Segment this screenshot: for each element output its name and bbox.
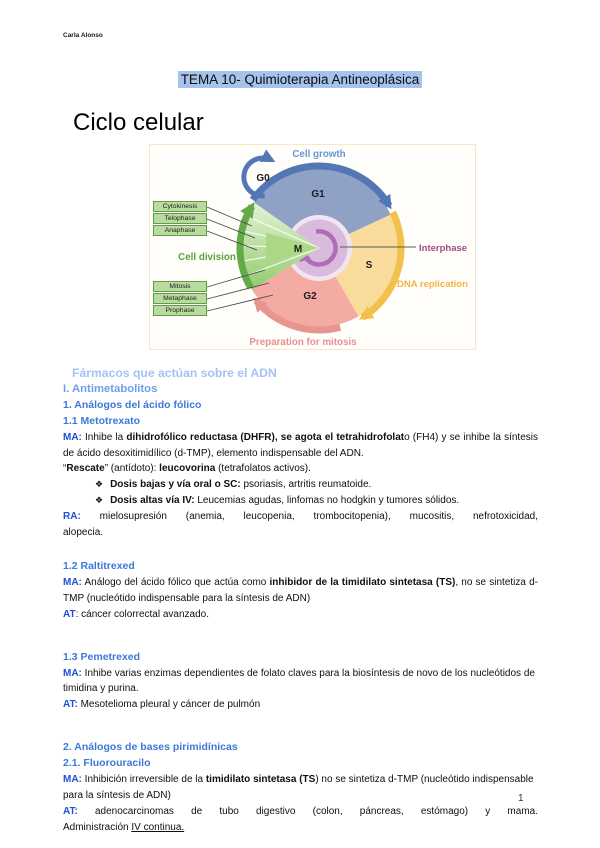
g0-loop-arrow — [241, 149, 276, 199]
phase-box-telophase: Telophase — [153, 213, 207, 224]
content-blocks: Fármacos que actúan sobre el ADN I. Antim… — [63, 366, 538, 836]
m-pointer-triangle — [265, 232, 319, 263]
m-label: M — [294, 244, 302, 255]
cell-cycle-diagram: Cell growth G0 G1 S G2 M Interphase DNA … — [178, 149, 468, 348]
s-label: S — [366, 260, 373, 271]
heading-bases-pirimidinicas: 2. Análogos de bases pirimidínicas — [63, 741, 238, 754]
g1-label: G1 — [311, 189, 325, 200]
g0-label: G0 — [256, 173, 270, 184]
metotrexato-dosis-bajas: ❖Dosis bajas y vía oral o SC: psoriasis,… — [95, 479, 372, 491]
heading-analogos-acido-folico: 1. Análogos del ácido fólico — [63, 398, 202, 411]
pemetrexed-ma: MA: Inhibe varias enzimas dependientes d… — [63, 667, 535, 695]
cell-cycle-figure: Cell growth G0 G1 S G2 M Interphase DNA … — [149, 144, 476, 350]
spacer — [63, 541, 538, 559]
cell-growth-label: Cell growth — [292, 149, 345, 160]
fluorouracilo-ma: MA: Inhibición irreversible de la timidi… — [63, 774, 534, 801]
metotrexato-ma: MA: Inhibe la dihidrofólico reductasa (D… — [63, 431, 538, 459]
center-cycle-arrow — [299, 229, 338, 267]
author-name: Carla Alonso — [63, 32, 103, 39]
g2-phase-segment — [252, 248, 359, 327]
raltitrexed-at: AT: cáncer colorrectal avanzado. — [63, 608, 209, 620]
heading-raltitrexed: 1.2 Raltitrexed — [63, 559, 135, 572]
interphase-label: Interphase — [419, 243, 467, 254]
g1-growth-arrow-arc — [249, 162, 393, 210]
m-division-arrow-arc — [236, 202, 256, 290]
g1-phase-segment — [254, 169, 391, 248]
phase-box-anaphase: Anaphase — [153, 225, 207, 236]
raltitrexed-ma: MA: Análogo del ácido fólico que actúa c… — [63, 576, 539, 604]
phase-box-prophase: Prophase — [153, 305, 207, 316]
heading-fluorouracilo: 2.1. Fluorouracilo — [63, 757, 151, 770]
diamond-bullet-icon: ❖ — [95, 495, 104, 506]
fluorouracilo-at: AT: adenocarcinomas de tubo digestivo (c… — [63, 805, 538, 817]
diamond-bullet-icon: ❖ — [95, 479, 104, 490]
pemetrexed-at: AT: Mesotelioma pleural y cáncer de pulm… — [63, 699, 261, 711]
title-row: TEMA 10- Quimioterapia Antineoplásica — [0, 71, 600, 89]
spacer — [63, 713, 538, 740]
main-heading: Ciclo celular — [73, 109, 204, 136]
heading-metotrexato: 1.1 Metotrexato — [63, 414, 141, 427]
page-number: 1 — [518, 793, 524, 804]
g2-label: G2 — [303, 291, 317, 302]
cell-division-label: Cell division — [178, 252, 236, 263]
metotrexato-ra: RA: mielosupresión (anemia, leucopenia, … — [63, 511, 538, 523]
phase-box-connector-lines — [206, 206, 274, 312]
metotrexato-ra-cont: alopecia. — [63, 527, 104, 539]
preparation-for-mitosis-label: Preparation for mitosis — [249, 337, 357, 348]
phase-box-cytokinesis: Cytokinesis — [153, 201, 207, 212]
metotrexato-rescate: “Rescate” (antídoto): leucovorina (tetra… — [63, 463, 311, 475]
dna-replication-label: DNA replication — [397, 279, 468, 290]
heading-farmacos-adn: Fármacos que actúan sobre el ADN — [72, 366, 277, 380]
document-title: TEMA 10- Quimioterapia Antineoplásica — [177, 71, 423, 88]
metotrexato-dosis-altas: ❖Dosis altas vía IV: Leucemias agudas, l… — [95, 495, 460, 507]
phase-box-mitosis: Mitosis — [153, 281, 207, 292]
fluorouracilo-at-cont: Administración IV continua. — [63, 821, 185, 833]
g2-preparation-arrow-arc — [253, 297, 342, 334]
phase-box-metaphase: Metaphase — [153, 293, 207, 304]
heading-pemetrexed: 1.3 Pemetrexed — [63, 650, 141, 663]
spacer — [63, 623, 538, 650]
heading-antimetabolitos: I. Antimetabolitos — [63, 382, 158, 395]
s-replication-arrow-arc — [358, 210, 405, 321]
